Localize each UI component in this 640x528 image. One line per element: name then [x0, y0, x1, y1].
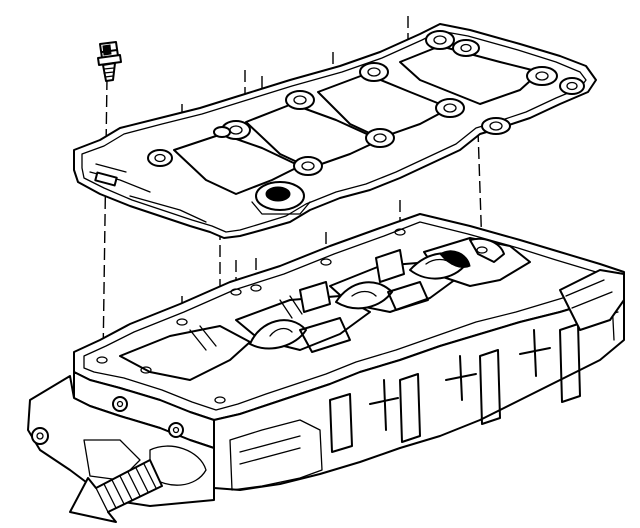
block-skirt-panels	[329, 279, 619, 453]
oil-pan-gasket-plate	[73, 23, 597, 239]
deck-bolt-holes	[96, 228, 488, 404]
front-arrow	[69, 459, 163, 523]
boss-rings	[147, 30, 585, 176]
pickup-opening	[251, 181, 311, 215]
bolt	[97, 41, 122, 82]
engine-block-lower	[27, 213, 625, 507]
